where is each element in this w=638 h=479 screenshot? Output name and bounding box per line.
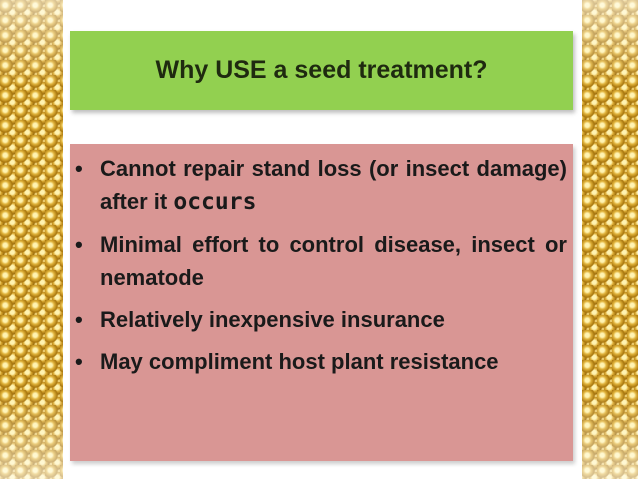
list-item: • Cannot repair stand loss (or insect da… [70, 152, 567, 219]
list-item-text: Minimal effort to control disease, insec… [100, 232, 567, 290]
bullet-icon: • [75, 232, 83, 257]
bullet-icon: • [75, 307, 83, 332]
seed-pattern-icon [0, 0, 63, 479]
slide-title: Why USE a seed treatment? [155, 56, 488, 84]
seed-pattern-icon [582, 0, 638, 479]
bullet-icon: • [75, 349, 83, 374]
list-item-text: May compliment host plant resistance [100, 349, 499, 374]
content-box: • Cannot repair stand loss (or insect da… [70, 144, 573, 461]
list-item: • May compliment host plant resistance [70, 345, 567, 378]
list-item-text: Relatively inexpensive insurance [100, 307, 445, 332]
bullet-list: • Cannot repair stand loss (or insect da… [70, 152, 567, 378]
title-banner: Why USE a seed treatment? [70, 31, 573, 110]
list-item-text-emphasis: occurs [173, 189, 257, 215]
list-item: • Relatively inexpensive insurance [70, 303, 567, 336]
list-item-text: Cannot repair stand loss (or insect dama… [100, 156, 567, 214]
list-item: • Minimal effort to control disease, ins… [70, 228, 567, 294]
bullet-icon: • [75, 156, 83, 181]
